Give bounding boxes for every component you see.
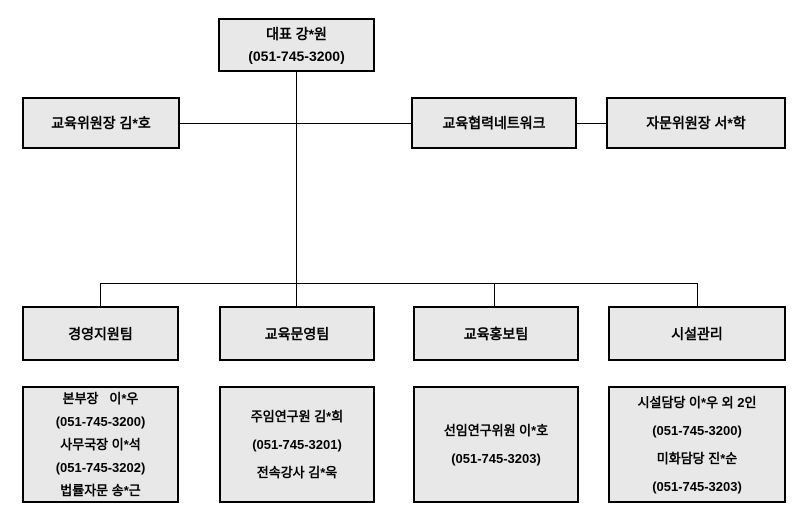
- detail-line: 전속강사 김*욱: [256, 464, 338, 480]
- node-label: 자문위원장 서*학: [646, 115, 746, 131]
- detail-management-support: 본부장 이*우 (051-745-3200) 사무국장 이*석 (051-745…: [22, 386, 179, 503]
- node-label: 교육협력네트워크: [442, 115, 546, 131]
- node-team-management-support: 경영지원팀: [22, 306, 179, 361]
- ceo-title: 대표 강*원: [266, 26, 327, 42]
- detail-line: 본부장 이*우: [62, 391, 139, 406]
- connector-row2-right: [577, 123, 606, 124]
- connector-drop-team3: [494, 283, 495, 306]
- detail-line: 미화담당 진*순: [656, 450, 738, 466]
- detail-line: (051-745-3200): [652, 422, 742, 438]
- detail-line: 법률자문 송*근: [60, 483, 141, 498]
- node-team-education-operations: 교육문영팀: [219, 306, 375, 361]
- detail-line: 선임연구위원 이*호: [443, 422, 549, 438]
- detail-line: 사무국장 이*석: [60, 437, 141, 452]
- node-advisory-chair: 자문위원장 서*학: [606, 97, 786, 149]
- detail-line: (051-745-3203): [451, 450, 541, 466]
- connector-distribution: [100, 283, 698, 284]
- detail-line: (051-745-3203): [652, 478, 742, 494]
- node-team-facility: 시설관리: [608, 306, 786, 361]
- detail-line: 주임연구원 김*희: [250, 408, 344, 424]
- node-team-education-pr: 교육홍보팀: [413, 306, 579, 361]
- detail-education-pr: 선임연구위원 이*호 (051-745-3203): [413, 386, 579, 503]
- detail-facility: 시설담당 이*우 외 2인 (051-745-3200) 미화담당 진*순 (0…: [608, 386, 786, 503]
- detail-line: (051-745-3200): [55, 414, 146, 429]
- node-ceo: 대표 강*원 (051-745-3200): [218, 18, 375, 72]
- detail-line: (051-745-3202): [55, 460, 146, 475]
- detail-line: (051-745-3201): [252, 436, 342, 452]
- ceo-phone: (051-745-3200): [248, 48, 345, 64]
- detail-line: 시설담당 이*우 외 2인: [637, 394, 757, 410]
- connector-drop-team4: [697, 283, 698, 306]
- team-label: 교육홍보팀: [463, 325, 529, 342]
- connector-drop-team1: [100, 283, 101, 306]
- connector-vertical-center: [296, 72, 297, 306]
- team-label: 경영지원팀: [68, 325, 133, 342]
- node-cooperation-network: 교육협력네트워크: [411, 97, 577, 149]
- node-education-chair: 교육위원장 김*호: [22, 97, 180, 149]
- connector-row2-left: [180, 123, 411, 124]
- detail-education-operations: 주임연구원 김*희 (051-745-3201) 전속강사 김*욱: [219, 386, 375, 503]
- team-label: 교육문영팀: [264, 325, 330, 342]
- team-label: 시설관리: [671, 325, 723, 342]
- node-label: 교육위원장 김*호: [51, 115, 151, 131]
